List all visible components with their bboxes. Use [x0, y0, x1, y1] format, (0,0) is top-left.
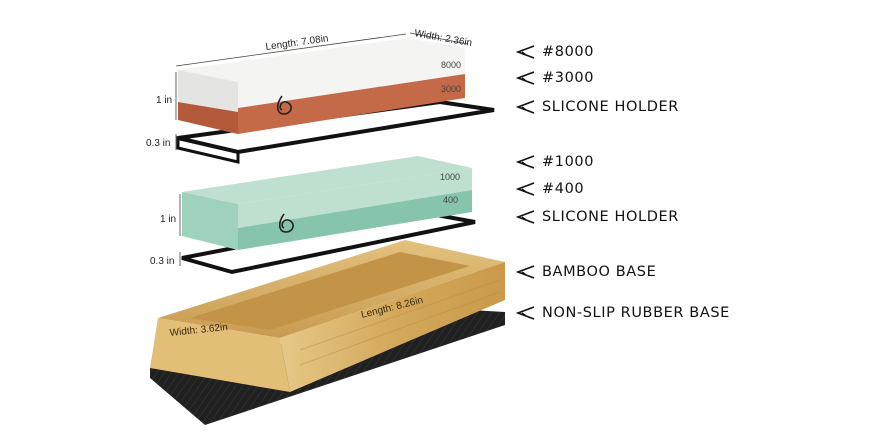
legend-label: #1000 [542, 154, 595, 170]
legend-item-3000: #3000 [516, 67, 594, 89]
top-holder-height-label: 0.3 in [146, 138, 170, 149]
legend-item-silicone-holder-top: SLICONE HOLDER [516, 96, 679, 118]
legend-item-silicone-holder-bottom: SLICONE HOLDER [516, 206, 679, 228]
legend-label: SLICONE HOLDER [542, 209, 679, 225]
arrow-pointer-icon [516, 100, 535, 114]
bottom-stone-grit-top: 1000 [440, 172, 460, 182]
top-stone-grit-bottom: 3000 [441, 84, 461, 94]
brand-logo-icon [278, 213, 294, 233]
legend-label: #3000 [542, 70, 595, 86]
top-stone-length-label: Length: 7.08in [265, 33, 329, 53]
legend-item-8000: #8000 [516, 41, 594, 63]
legend-label: #400 [542, 181, 585, 197]
legend-label: SLICONE HOLDER [542, 99, 679, 115]
legend-item-bamboo-base: BAMBOO BASE [516, 261, 656, 283]
arrow-pointer-icon [516, 210, 535, 224]
legend-label: #8000 [542, 44, 595, 60]
legend-label: BAMBOO BASE [542, 264, 657, 280]
top-stone-height-label: 1 in [156, 95, 172, 106]
arrow-pointer-icon [516, 71, 535, 85]
legend-item-1000: #1000 [516, 151, 594, 173]
arrow-pointer-icon [516, 155, 535, 169]
arrow-pointer-icon [516, 306, 535, 320]
legend-item-400: #400 [516, 178, 584, 200]
legend: #8000 #3000 SLICONE HOLDER #1000 #400 SL… [516, 0, 876, 441]
arrow-pointer-icon [516, 265, 535, 279]
legend-label: NON-SLIP RUBBER BASE [542, 305, 730, 321]
arrow-pointer-icon [516, 182, 535, 196]
top-stone: 8000 3000 [178, 38, 465, 134]
top-stone-dimensions [175, 32, 469, 150]
bottom-stone-height-label: 1 in [160, 214, 176, 225]
bottom-holder-height-label: 0.3 in [150, 256, 174, 267]
brand-logo-icon [276, 95, 292, 115]
arrow-pointer-icon [516, 45, 535, 59]
top-stone-grit-top: 8000 [441, 60, 461, 70]
bottom-stone-grit-bottom: 400 [443, 195, 458, 205]
legend-item-rubber-base: NON-SLIP RUBBER BASE [516, 302, 730, 324]
bamboo-base: Length: 8.26in Width: 3.62in [150, 240, 505, 392]
bottom-stone: 1000 400 [182, 156, 472, 250]
